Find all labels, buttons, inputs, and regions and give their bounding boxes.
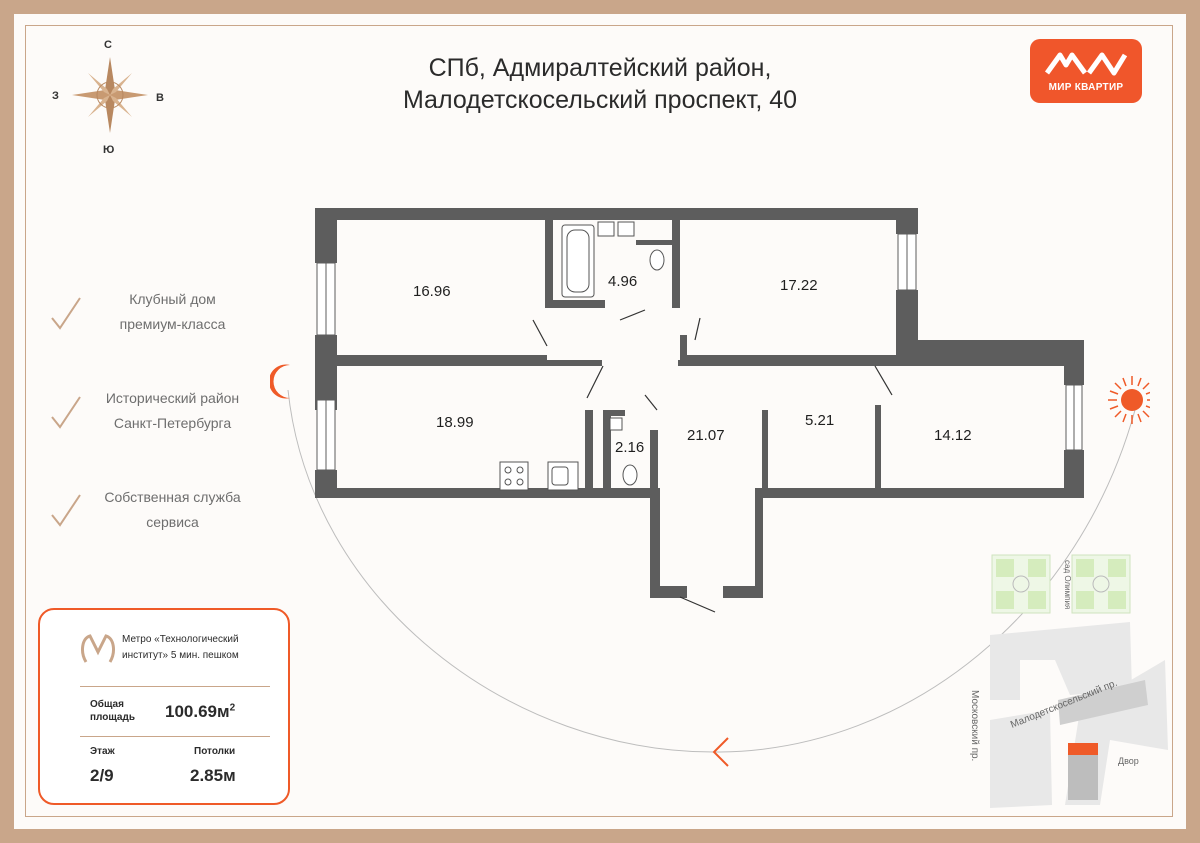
compass-north-label: С: [104, 39, 112, 51]
moon-icon: [270, 364, 290, 399]
area-unit: 2: [229, 702, 236, 714]
room-area-label: 18.99: [436, 414, 474, 431]
area-label-line: Общая: [90, 699, 124, 710]
feature-item: Клубный дом премиум-класса: [85, 287, 260, 337]
title-line-1: СПб, Адмиралтейский район,: [428, 54, 772, 82]
page-title: СПб, Адмиралтейский район, Малодетскосел…: [300, 52, 900, 116]
feature-item: Исторический район Санкт-Петербурга: [85, 386, 260, 436]
street-side-label: Московский пр.: [969, 690, 980, 761]
garden: [991, 554, 1131, 614]
divider: [80, 736, 270, 737]
metro-info: Метро «Технологический институт» 5 мин. …: [122, 632, 239, 664]
floor-plan: 16.96 4.96 17.22 18.99 2.16 21.07 5.21 1…: [315, 208, 1084, 613]
feature-line: Собственная служба: [104, 489, 241, 505]
feature-line: Санкт-Петербурга: [113, 415, 232, 431]
ceiling-label: Потолки: [194, 746, 236, 757]
location-map: сад Олимпия Малодетскосельский пр. Моско…: [969, 554, 1168, 808]
compass-west-label: З: [52, 90, 59, 102]
compass-east-label: В: [156, 92, 164, 104]
room-area-label: 16.96: [413, 283, 451, 300]
room-area-label: 5.21: [805, 412, 834, 429]
compass-rose: [72, 57, 148, 133]
compass-south-label: Ю: [103, 144, 115, 156]
check-icon: [51, 494, 81, 527]
room-area-label: 2.16: [615, 439, 644, 456]
ceiling-value: 2.85м: [190, 766, 236, 785]
metro-line: Метро «Технологический: [122, 634, 239, 645]
floor-value: 2/9: [90, 766, 114, 785]
garden-label: сад Олимпия: [1063, 560, 1072, 609]
logo-mark-icon: [1044, 52, 1128, 76]
area-value: 100.69м2: [165, 702, 235, 722]
check-icon: [51, 396, 81, 429]
brand-logo[interactable]: МИР КВАРТИР: [1030, 39, 1142, 103]
room-area-label: 4.96: [608, 273, 637, 290]
inner-border: [25, 25, 1173, 817]
feature-line: сервиса: [146, 514, 199, 530]
area-number: 100.69м: [165, 702, 230, 721]
yard-label: Двор: [1118, 756, 1139, 766]
floor-label: Этаж: [90, 746, 115, 757]
info-card: Метро «Технологический институт» 5 мин. …: [38, 608, 290, 805]
metro-line: институт» 5 мин. пешком: [122, 650, 239, 661]
area-label-line: площадь: [90, 712, 135, 723]
feature-line: премиум-класса: [119, 316, 226, 332]
room-area-label: 17.22: [780, 277, 818, 294]
metro-icon: [81, 634, 115, 663]
feature-line: Исторический район: [105, 390, 240, 406]
check-icon: [51, 297, 81, 330]
sun-icon: [1108, 376, 1150, 424]
title-line-2: Малодетскосельский проспект, 40: [402, 86, 798, 114]
logo-text: МИР КВАРТИР: [1048, 82, 1124, 93]
building-marker: [1068, 743, 1098, 755]
wall: [315, 208, 918, 220]
room-area-label: 14.12: [934, 427, 972, 444]
feature-line: Клубный дом: [129, 291, 216, 307]
divider: [80, 686, 270, 687]
feature-item: Собственная служба сервиса: [85, 485, 260, 535]
area-label: Общая площадь: [90, 698, 135, 724]
room-area-label: 21.07: [687, 427, 725, 444]
